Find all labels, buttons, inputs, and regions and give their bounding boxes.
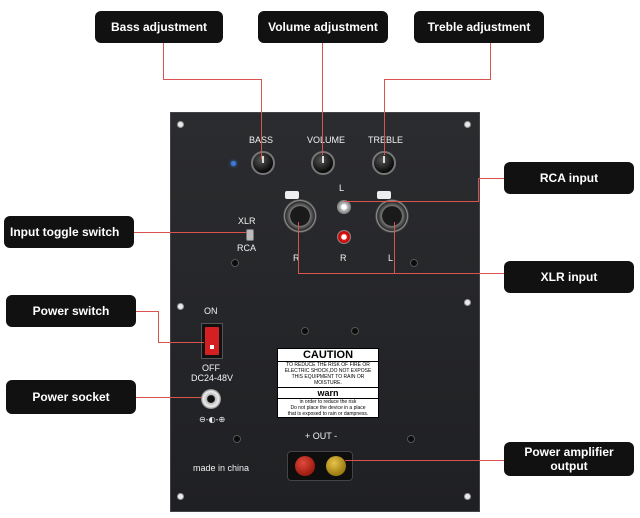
xlr-input-right[interactable] (283, 199, 317, 233)
mount-hole (464, 299, 471, 306)
leader-line (394, 222, 395, 274)
rca-input-right[interactable] (337, 230, 351, 244)
made-in-label: made in china (193, 463, 250, 473)
volume-callout: Volume adjustment (258, 11, 388, 43)
leader-line (298, 222, 299, 274)
output-positive-terminal[interactable] (295, 456, 315, 476)
xlr-input-left[interactable] (375, 199, 409, 233)
bass-callout-text: Bass adjustment (110, 20, 208, 34)
input-toggle-callout: Input toggle switch (4, 216, 134, 248)
screw (407, 435, 415, 443)
leader-line (384, 79, 491, 80)
leader-line (136, 311, 158, 312)
leader-line (345, 460, 504, 461)
screw (351, 327, 359, 335)
screw (231, 259, 239, 267)
mount-hole (464, 493, 471, 500)
xlr-latch (377, 191, 391, 199)
on-label: ON (204, 306, 218, 316)
voltage-label: DC24-48V (191, 373, 234, 383)
leader-line (136, 397, 202, 398)
leader-line (158, 311, 159, 343)
leader-line (261, 79, 262, 159)
treble-callout: Treble adjustment (414, 11, 544, 43)
leader-line (490, 43, 491, 79)
leader-line (298, 273, 504, 274)
leader-line (322, 43, 323, 155)
out-label: + OUT - (305, 431, 338, 441)
amp-output-callout-text: Power amplifier output (524, 445, 614, 473)
leader-line (384, 79, 385, 155)
amp-output-callout: Power amplifier output (504, 442, 634, 476)
leader-line (478, 178, 504, 179)
volume-knob[interactable] (311, 151, 335, 175)
mount-hole (464, 121, 471, 128)
screw (233, 435, 241, 443)
leader-line (134, 232, 246, 233)
warn-line: Do not place the device in a place (290, 405, 366, 411)
polarity-icon: ⊖-◐-⊕ (199, 415, 226, 424)
caution-line: MOISTURE. (314, 380, 342, 386)
volume-label: VOLUME (307, 135, 346, 145)
power-switch-housing (201, 323, 223, 359)
leader-line (163, 79, 261, 80)
rca-label: RCA (237, 243, 257, 253)
warn-line: in order to reduce the risk (299, 399, 357, 405)
screw (410, 259, 418, 267)
output-negative-terminal[interactable] (326, 456, 346, 476)
bass-knob[interactable] (251, 151, 275, 175)
warn-title: warn (278, 387, 378, 399)
mount-hole (177, 493, 184, 500)
xlr-label: XLR (238, 216, 256, 226)
treble-label: TREBLE (368, 135, 404, 145)
xlr-r-label: R (293, 253, 300, 263)
treble-knob[interactable] (372, 151, 396, 175)
xlr-input-callout-text: XLR input (540, 270, 598, 284)
caution-label: CAUTION TO REDUCE THE RISK OF FIRE OR EL… (277, 348, 379, 418)
treble-callout-text: Treble adjustment (427, 20, 531, 34)
rca-input-callout: RCA input (504, 162, 634, 194)
volume-callout-text: Volume adjustment (268, 20, 378, 34)
power-led (231, 161, 236, 166)
leader-line (478, 178, 479, 202)
xlr-latch (285, 191, 299, 199)
input-toggle-switch[interactable] (246, 229, 254, 241)
leader-line (158, 342, 204, 343)
xlr-l-label: L (388, 253, 394, 263)
power-socket-callout: Power socket (6, 380, 136, 414)
xlr-input-callout: XLR input (504, 261, 634, 293)
power-socket[interactable] (201, 389, 221, 409)
rca-input-callout-text: RCA input (539, 171, 599, 185)
mount-hole (177, 121, 184, 128)
screw (301, 327, 309, 335)
power-switch[interactable] (205, 327, 219, 355)
power-switch-callout: Power switch (6, 295, 136, 327)
input-toggle-callout-text: Input toggle switch (10, 225, 120, 239)
off-label: OFF (202, 363, 220, 373)
speaker-terminal-block (287, 451, 353, 481)
caution-line: TO REDUCE THE RISK OF FIRE OR (286, 362, 370, 368)
caution-title: CAUTION (278, 349, 378, 362)
bass-callout: Bass adjustment (95, 11, 223, 43)
amplifier-panel: BASS VOLUME TREBLE L R R L XLR RCA ON OF… (170, 112, 480, 512)
leader-line (163, 43, 164, 79)
power-switch-marker (210, 345, 214, 349)
power-socket-callout-text: Power socket (32, 390, 110, 404)
warn-line: that is exposed to rain or dampness. (287, 411, 369, 417)
mount-hole (177, 303, 184, 310)
power-switch-callout-text: Power switch (32, 304, 110, 318)
caution-line: ELECTRIC SHOCK,DO NOT EXPOSE (284, 368, 372, 374)
caution-line: THIS EQUIPMENT TO RAIN OR (291, 374, 365, 380)
rca-r-label: R (340, 253, 347, 263)
leader-line (344, 201, 478, 202)
rca-input-left[interactable] (337, 200, 351, 214)
rca-l-label: L (339, 183, 345, 193)
